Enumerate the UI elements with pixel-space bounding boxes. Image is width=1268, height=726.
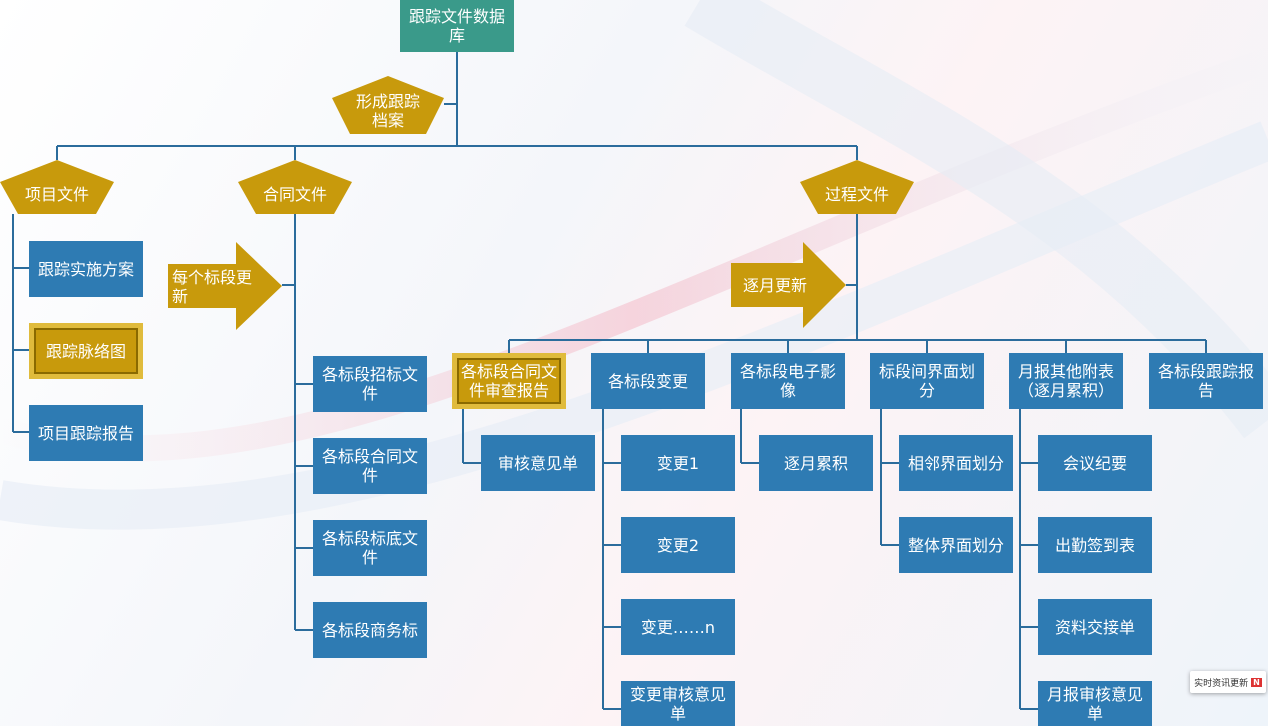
item-label: 月报其他附表（逐月累积） [1017,362,1114,400]
pentagon-shape [332,76,444,134]
process-update-arrow: 逐月更新 [731,242,846,328]
project-item-highlighted: 跟踪脉络图 [29,323,143,379]
item-label: 逐月累积 [783,453,848,473]
review-child: 审核意见单 [481,435,595,491]
category-project-label: 项目文件 [24,185,89,204]
item-label: 跟踪脉络图 [45,341,126,361]
process-item: 各标段跟踪报告 [1149,353,1263,409]
process-item-highlighted: 各标段合同文件审查报告 [452,353,566,409]
item-label: 审核意见单 [497,453,578,473]
item-label: 各标段电子影像 [739,362,836,400]
monthly-child: 月报审核意见单 [1038,681,1152,726]
item-label: 相邻界面划分 [907,453,1004,473]
item-label: 各标段变更 [607,371,688,391]
item-label: 月报审核意见单 [1046,684,1143,723]
interface-child: 整体界面划分 [899,517,1013,573]
monthly-child: 会议纪要 [1038,435,1152,491]
new-icon: N [1251,677,1262,687]
item-label: 项目跟踪报告 [37,423,134,443]
news-update-badge[interactable]: 实时资讯更新 N [1190,671,1266,693]
change-child: 变更1 [621,435,735,491]
item-label: 变更1 [656,453,700,473]
process-item: 各标段电子影像 [731,353,845,409]
item-label: 各标段合同文件审查报告 [461,362,558,400]
category-contract-label: 合同文件 [262,185,327,204]
monthly-child: 出勤签到表 [1038,517,1152,573]
interface-child: 相邻界面划分 [899,435,1013,491]
contract-item: 各标段标底文件 [313,520,427,576]
process-item: 标段间界面划分 [870,353,984,409]
level1-label: 形成跟踪档案 [355,92,420,130]
item-label: 各标段跟踪报告 [1157,362,1254,400]
root-node: 跟踪文件数据库 [400,0,514,52]
item-label: 各标段合同文件 [321,447,418,485]
pentagon-shape [0,160,114,214]
contract-item: 各标段合同文件 [313,438,427,494]
process-arrow-label: 逐月更新 [743,276,808,295]
change-child: 变更……n [621,599,735,655]
item-label: 标段间界面划分 [878,362,975,400]
badge-label: 实时资讯更新 [1194,678,1249,689]
project-item: 跟踪实施方案 [29,241,143,297]
arrow-shape [168,242,282,330]
item-label: 各标段招标文件 [321,365,418,403]
image-child: 逐月累积 [759,435,873,491]
monthly-child: 资料交接单 [1038,599,1152,655]
contract-update-arrow: 每个标段更新 [168,242,282,330]
category-process-label: 过程文件 [824,185,889,204]
process-item: 各标段变更 [591,353,705,409]
contract-arrow-label: 每个标段更新 [172,268,253,306]
project-item: 项目跟踪报告 [29,405,143,461]
pentagon-shape [238,160,352,214]
item-label: 会议纪要 [1062,453,1127,473]
contract-item: 各标段招标文件 [313,356,427,412]
pentagon-shape [800,160,914,214]
item-label: 变更审核意见单 [629,684,726,723]
category-process: 过程文件 [800,160,914,214]
item-label: 各标段标底文件 [321,529,418,567]
change-child: 变更审核意见单 [621,681,735,726]
contract-item: 各标段商务标 [313,602,427,658]
process-item: 月报其他附表（逐月累积） [1009,353,1123,409]
change-child: 变更2 [621,517,735,573]
item-label: 变更2 [656,535,700,555]
item-label: 资料交接单 [1054,617,1135,637]
root-label: 跟踪文件数据库 [408,7,505,45]
item-label: 变更……n [640,617,716,637]
item-label: 整体界面划分 [907,535,1004,555]
item-label: 跟踪实施方案 [37,259,134,279]
item-label: 各标段商务标 [321,620,418,640]
level1-node: 形成跟踪档案 [332,76,444,134]
arrow-shape [731,242,846,328]
item-label: 出勤签到表 [1054,535,1135,555]
category-contract: 合同文件 [238,160,352,214]
category-project: 项目文件 [0,160,114,214]
